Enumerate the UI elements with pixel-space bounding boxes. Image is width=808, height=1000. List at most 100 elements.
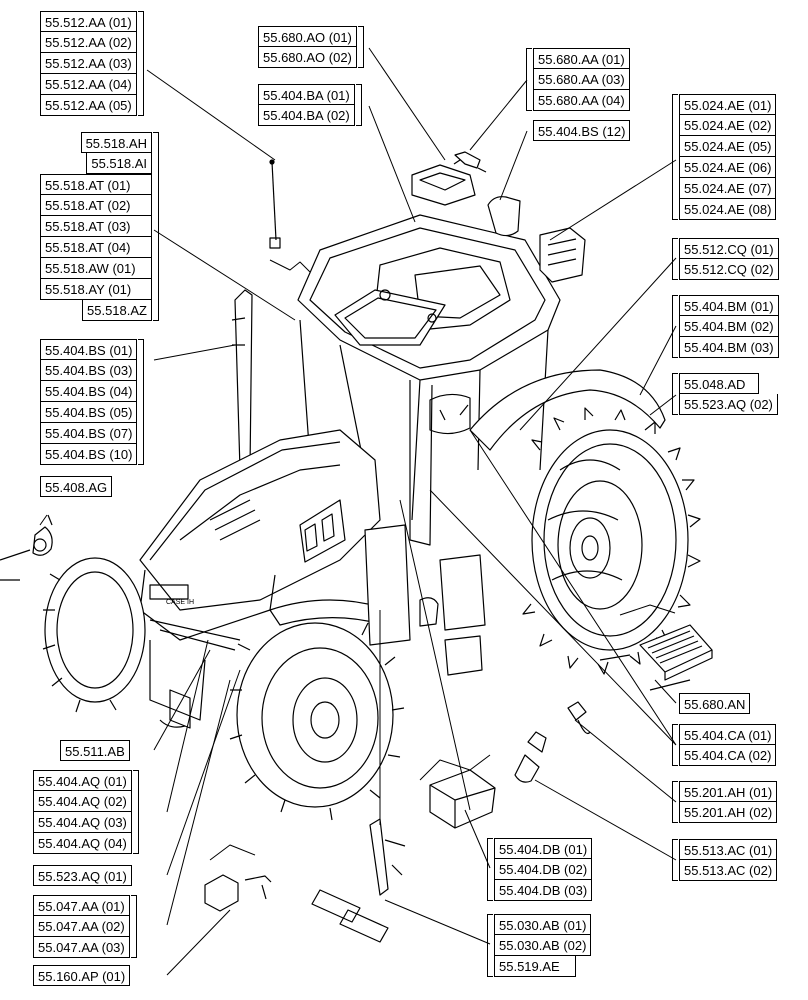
group-55-512-aa: 55.512.AA (01) 55.512.AA (02) 55.512.AA …	[40, 11, 144, 116]
part-label[interactable]: 55.404.DB (02)	[494, 859, 593, 880]
part-label[interactable]: 55.160.AP (01)	[33, 965, 131, 986]
part-label[interactable]: 55.513.AC (01)	[679, 839, 778, 860]
front-frame	[149, 640, 206, 729]
group-55-404-bs-12: 55.404.BS (12)	[533, 120, 631, 141]
part-label[interactable]: 55.680.AN	[679, 693, 751, 714]
part-label[interactable]: 55.512.AA (03)	[40, 53, 137, 74]
rear-wheel	[522, 407, 701, 675]
group-55-024-ae: 55.024.AE (01) 55.024.AE (02) 55.024.AE …	[672, 94, 777, 220]
part-label[interactable]: 55.047.AA (03)	[33, 937, 130, 958]
part-label[interactable]: 55.047.AA (02)	[33, 916, 130, 937]
group-55-160-ap: 55.160.AP (01)	[33, 965, 131, 986]
part-label[interactable]: 55.518.AT (01)	[40, 174, 152, 195]
leader-lines	[39, 47, 677, 976]
part-label[interactable]: 55.201.AH (01)	[679, 781, 778, 802]
part-label[interactable]: 55.512.AA (02)	[40, 32, 137, 53]
brand-mark: CASE IH	[166, 599, 194, 606]
part-label[interactable]: 55.404.BA (01)	[258, 84, 355, 105]
part-label[interactable]: 55.030.AB (01)	[494, 914, 592, 935]
part-label[interactable]: 55.523.AQ (01)	[33, 865, 132, 886]
part-label[interactable]: 55.404.BS (10)	[40, 444, 138, 465]
group-bracket	[672, 373, 678, 415]
beacon-part	[411, 164, 476, 206]
part-label[interactable]: 55.512.CQ (02)	[679, 259, 779, 280]
part-label[interactable]: 55.024.AE (06)	[679, 157, 777, 178]
part-label[interactable]: 55.404.CA (01)	[679, 724, 777, 745]
group-bracket	[672, 781, 678, 823]
group-bracket	[672, 238, 678, 280]
part-label[interactable]: 55.404.DB (01)	[494, 838, 593, 859]
part-label[interactable]: 55.404.BS (03)	[40, 360, 138, 381]
part-label[interactable]: 55.404.BM (03)	[679, 337, 779, 358]
part-label[interactable]: 55.404.BM (01)	[679, 295, 779, 316]
part-label[interactable]: 55.404.AQ (04)	[33, 833, 132, 854]
part-label[interactable]: 55.513.AC (02)	[679, 860, 778, 881]
part-label[interactable]: 55.680.AO (01)	[258, 26, 357, 47]
part-label[interactable]: 55.404.BS (12)	[533, 120, 631, 141]
part-label[interactable]: 55.404.CA (02)	[679, 745, 777, 766]
part-label[interactable]: 55.024.AE (01)	[679, 94, 777, 115]
filter-part	[639, 624, 713, 681]
mirror-part	[487, 196, 521, 237]
part-label[interactable]: 55.518.AT (02)	[40, 195, 152, 216]
part-label[interactable]: 55.518.AT (03)	[40, 216, 152, 237]
part-label[interactable]: 55.404.AQ (02)	[33, 791, 132, 812]
part-label[interactable]: 55.512.AA (04)	[40, 74, 137, 95]
part-label[interactable]: 55.512.AA (05)	[40, 95, 137, 116]
part-label[interactable]: 55.404.BS (07)	[40, 423, 138, 444]
group-bracket	[672, 295, 678, 358]
group-55-404-ca: 55.404.CA (01) 55.404.CA (02)	[672, 724, 777, 766]
part-label[interactable]: 55.523.AQ (02)	[679, 394, 778, 415]
part-label[interactable]: 55.518.AT (04)	[40, 237, 152, 258]
part-label[interactable]: 55.201.AH (02)	[679, 802, 778, 823]
ecu-part	[539, 227, 586, 283]
part-label[interactable]: 55.511.AB	[60, 740, 130, 761]
part-label[interactable]: 55.404.DB (03)	[494, 880, 593, 901]
part-label[interactable]: 55.680.AA (01)	[533, 48, 630, 69]
group-55-047-aa: 55.047.AA (01) 55.047.AA (02) 55.047.AA …	[33, 895, 137, 958]
group-55-680-aa: 55.680.AA (01) 55.680.AA (03) 55.680.AA …	[526, 48, 630, 111]
bracket-part	[204, 874, 272, 912]
part-label[interactable]: 55.404.BS (04)	[40, 381, 138, 402]
group-bracket	[138, 339, 145, 465]
part-label[interactable]: 55.024.AE (08)	[679, 199, 777, 220]
hood	[139, 429, 381, 651]
part-label[interactable]: 55.404.BS (05)	[40, 402, 138, 423]
part-label[interactable]: 55.518.AH	[80, 132, 152, 153]
part-label[interactable]: 55.680.AA (04)	[533, 90, 630, 111]
part-label[interactable]: 55.024.AE (02)	[679, 115, 777, 136]
part-label[interactable]: 55.518.AY (01)	[40, 279, 152, 300]
group-55-404-bm: 55.404.BM (01) 55.404.BM (02) 55.404.BM …	[672, 295, 779, 358]
part-label[interactable]: 55.404.BS (01)	[40, 339, 138, 360]
part-label[interactable]: 55.024.AE (07)	[679, 178, 777, 199]
group-55-680-an: 55.680.AN	[679, 693, 751, 714]
group-55-404-ba: 55.404.BA (01) 55.404.BA (02)	[258, 84, 362, 126]
part-label[interactable]: 55.404.BM (02)	[679, 316, 779, 337]
part-label[interactable]: 55.404.AQ (03)	[33, 812, 132, 833]
part-label[interactable]: 55.518.AI	[86, 153, 152, 174]
front-wheel-right	[229, 622, 405, 821]
group-55-512-cq: 55.512.CQ (01) 55.512.CQ (02)	[672, 238, 779, 280]
group-bracket	[355, 84, 362, 126]
group-bracket	[672, 94, 678, 220]
group-55-518: 55.518.AH 55.518.AI 55.518.AT (01) 55.51…	[40, 132, 159, 321]
part-label[interactable]: 55.047.AA (01)	[33, 895, 130, 916]
part-label[interactable]: 55.408.AG	[40, 476, 113, 497]
part-label[interactable]: 55.680.AA (03)	[533, 69, 630, 90]
part-label[interactable]: 55.404.AQ (01)	[33, 770, 132, 791]
part-label[interactable]: 55.404.BA (02)	[258, 105, 355, 126]
part-label[interactable]: 55.048.AD	[679, 373, 759, 394]
pedal-part	[311, 818, 406, 943]
part-label[interactable]: 55.680.AO (02)	[258, 47, 357, 68]
part-label[interactable]: 55.512.AA (01)	[40, 11, 137, 32]
antenna	[269, 159, 281, 249]
part-label[interactable]: 55.030.AB (02)	[494, 935, 592, 956]
part-label[interactable]: 55.518.AZ	[82, 300, 152, 321]
part-label[interactable]: 55.519.AE	[494, 956, 576, 977]
part-label[interactable]: 55.512.CQ (01)	[679, 238, 779, 259]
part-label[interactable]: 55.024.AE (05)	[679, 136, 777, 157]
part-label[interactable]: 55.518.AW (01)	[40, 258, 152, 279]
group-55-513-ac: 55.513.AC (01) 55.513.AC (02)	[672, 839, 778, 881]
